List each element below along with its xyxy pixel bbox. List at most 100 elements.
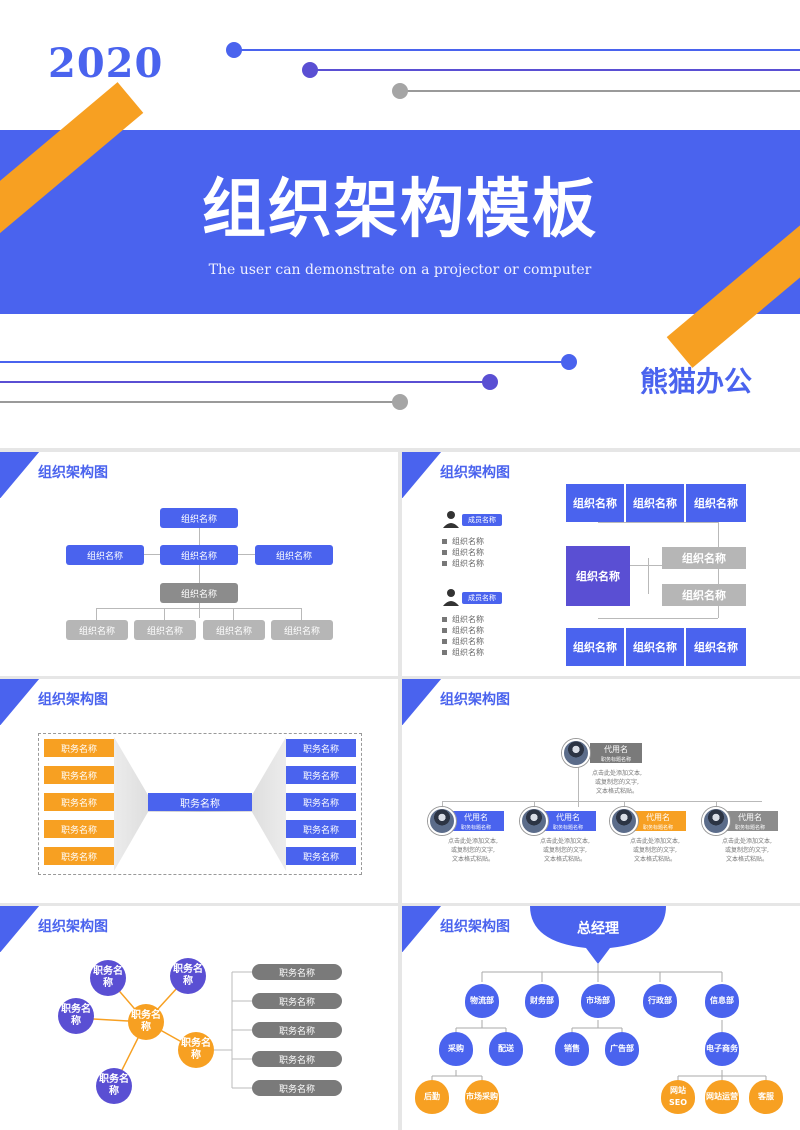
sub-dept-node[interactable]: 配送 [489,1032,523,1066]
desc-text: 点击此处添加文本,或复制您的文字,文本格式粘贴。 [722,838,772,863]
org-box-bottom[interactable]: 组织名称 [626,628,684,666]
person-icon [443,589,459,606]
avatar [562,739,590,767]
decor-line [0,401,400,403]
job-box-right[interactable]: 职务名称 [286,793,356,811]
job-pill[interactable]: 职务名称 [252,1080,342,1096]
job-pill[interactable]: 职务名称 [252,1051,342,1067]
org-box-side[interactable]: 组织名称 [662,547,746,569]
sub-dept-node[interactable]: 电子商务 [705,1032,739,1066]
decor-dot [561,354,577,370]
team-node[interactable]: 市场采购 [465,1080,499,1114]
person-tag: 代用名职务标题名称 [630,811,686,831]
cover-title: 组织架构模板 [202,172,598,247]
job-box-right[interactable]: 职务名称 [286,847,356,865]
job-box-left[interactable]: 职务名称 [44,820,114,838]
avatar [428,807,456,835]
person-tag: 代用名职务标题名称 [590,743,642,763]
job-box-left[interactable]: 职务名称 [44,766,114,784]
decor-line [310,69,800,71]
org-box-main[interactable]: 组织名称 [566,546,630,606]
job-box-center[interactable]: 职务名称 [148,793,252,811]
org-box-top[interactable]: 组织名称 [160,508,238,528]
avatar [610,807,638,835]
dept-node[interactable]: 行政部 [643,984,677,1018]
dept-node[interactable]: 信息部 [705,984,739,1018]
slide-org-chart-1[interactable]: 组织架构图 组织名称 组织名称 组织名称 组织名称 组织名称 组织名称 组织名称… [0,452,398,676]
org-box-bottom[interactable]: 组织名称 [66,620,128,640]
slide-title: 组织架构图 [38,919,108,935]
job-box-right[interactable]: 职务名称 [286,820,356,838]
job-circle[interactable]: 职务名称 [96,1068,132,1104]
job-box-right[interactable]: 职务名称 [286,739,356,757]
desc-text: 点击此处添加文本,或复制您的文字,文本格式粘贴。 [540,838,590,863]
job-circle[interactable]: 职务名称 [170,958,206,994]
job-circle-center[interactable]: 职务名称 [128,1004,164,1040]
team-node[interactable]: 网站SEO [661,1080,695,1114]
cover-slide[interactable]: 2020 组织架构模板 The user can demonstrate on … [0,0,800,448]
head-label[interactable]: 总经理 [577,921,619,937]
slide-org-chart-5[interactable]: 组织架构图 职务名称 职务名称 职务名称 职务名称 职务名称 [0,906,398,1130]
decor-dot [392,83,408,99]
job-circle[interactable]: 职务名称 [90,960,126,996]
bullet-item: 组织名称 [442,558,484,569]
brand-name: 熊猫办公 [640,365,753,398]
decor-dot [302,62,318,78]
desc-text: 点击此处添加文本,或复制您的文字,文本格式粘贴。 [592,770,642,795]
team-node[interactable]: 网站运营 [705,1080,739,1114]
title-band [0,130,800,314]
decor-dot [482,374,498,390]
job-pill[interactable]: 职务名称 [252,1022,342,1038]
person-icon [443,511,459,528]
head-shape [530,906,666,964]
org-box-top[interactable]: 组织名称 [626,484,684,522]
org-box-bottom[interactable]: 组织名称 [566,628,624,666]
decor-line [0,381,490,383]
bullet-item: 组织名称 [442,547,484,558]
sub-dept-node[interactable]: 销售 [555,1032,589,1066]
org-box-bottom[interactable]: 组织名称 [134,620,196,640]
desc-text: 点击此处添加文本,或复制您的文字,文本格式粘贴。 [630,838,680,863]
job-box-left[interactable]: 职务名称 [44,739,114,757]
dept-node[interactable]: 市场部 [581,984,615,1018]
bullet-item: 组织名称 [442,647,484,658]
org-box-bottom[interactable]: 组织名称 [203,620,265,640]
job-pill[interactable]: 职务名称 [252,993,342,1009]
org-box-right[interactable]: 组织名称 [255,545,333,565]
dept-node[interactable]: 财务部 [525,984,559,1018]
cover-subtitle: The user can demonstrate on a projector … [208,262,592,278]
org-box-top[interactable]: 组织名称 [686,484,746,522]
slide-title: 组织架构图 [38,465,108,481]
person-tag: 代用名职务标题名称 [722,811,778,831]
job-box-right[interactable]: 职务名称 [286,766,356,784]
decor-line [0,361,568,363]
job-pill[interactable]: 职务名称 [252,964,342,980]
slide-org-chart-6[interactable]: 组织架构图 总经理 物流部 [402,906,800,1130]
org-box-top[interactable]: 组织名称 [566,484,624,522]
slide-title: 组织架构图 [440,692,510,708]
org-box-mid[interactable]: 组织名称 [160,583,238,603]
slide-title: 组织架构图 [440,919,510,935]
job-circle[interactable]: 职务名称 [178,1032,214,1068]
job-box-left[interactable]: 职务名称 [44,847,114,865]
sub-dept-node[interactable]: 广告部 [605,1032,639,1066]
dept-node[interactable]: 物流部 [465,984,499,1018]
org-box-bottom[interactable]: 组织名称 [686,628,746,666]
team-node[interactable]: 后勤 [415,1080,449,1114]
slide-org-chart-4[interactable]: 组织架构图 代用名职务标题名称 点击此处添加文本,或复制您的文字,文本格式粘贴。… [402,679,800,903]
job-circle[interactable]: 职务名称 [58,998,94,1034]
team-node[interactable]: 客服 [749,1080,783,1114]
person-tag: 代用名职务标题名称 [540,811,596,831]
org-box-left[interactable]: 组织名称 [66,545,144,565]
desc-text: 点击此处添加文本,或复制您的文字,文本格式粘贴。 [448,838,498,863]
org-box-side[interactable]: 组织名称 [662,584,746,606]
job-box-left[interactable]: 职务名称 [44,793,114,811]
slide-org-chart-3[interactable]: 组织架构图 职务名称 职务名称 职务名称 职务名称 职务名称 职务名称 职务名称… [0,679,398,903]
bullet-item: 组织名称 [442,625,484,636]
slide-org-chart-2[interactable]: 组织架构图 成员名称 组织名称 组织名称 组织名称 成员名称 组织名称 组织名称… [402,452,800,676]
cover-year: 2020 [48,40,164,87]
sub-dept-node[interactable]: 采购 [439,1032,473,1066]
org-box-center[interactable]: 组织名称 [160,545,238,565]
bullet-item: 组织名称 [442,536,484,547]
org-box-bottom[interactable]: 组织名称 [271,620,333,640]
